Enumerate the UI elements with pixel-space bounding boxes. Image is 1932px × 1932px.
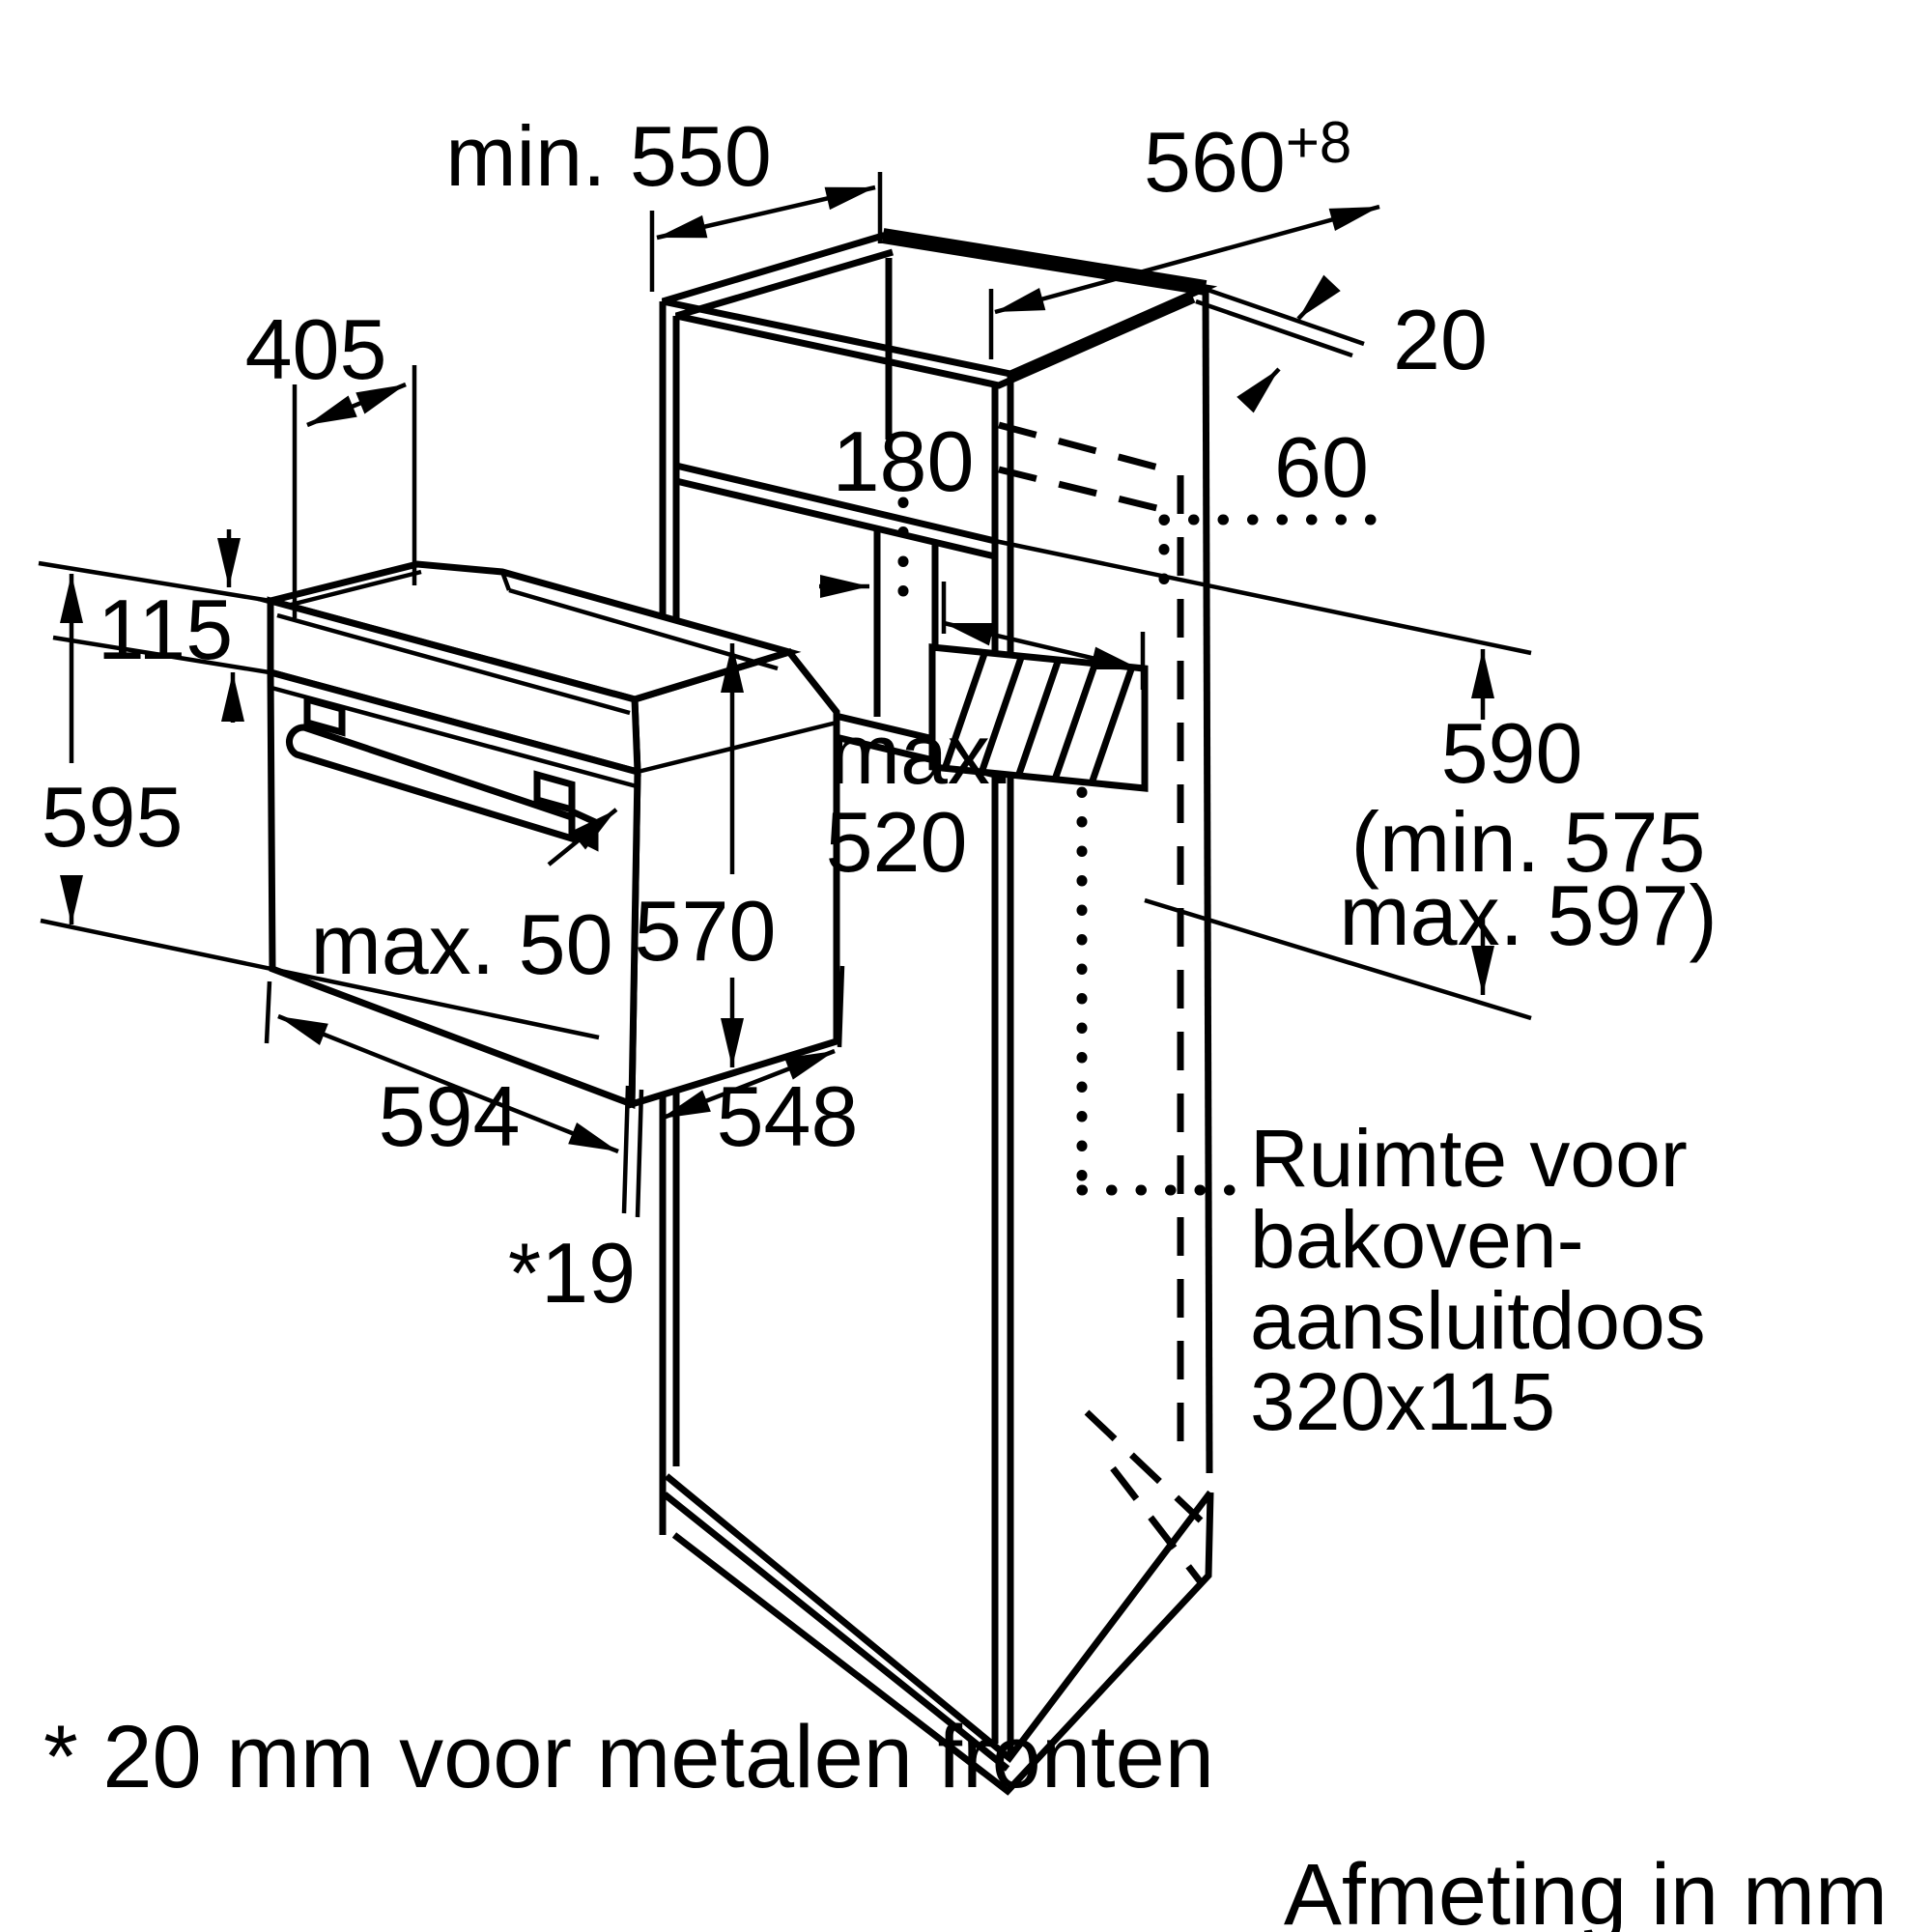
dim-rear-shelf-gap: 180	[819, 413, 975, 598]
label-oven-top-recess-depth: 405	[245, 301, 387, 397]
label-niche-height-3: max. 597)	[1339, 867, 1717, 963]
connection-box-note-line3: aansluitdoos	[1250, 1275, 1706, 1366]
hidden-back-edges	[998, 421, 1204, 1585]
plinth	[659, 1476, 1214, 1796]
label-front-gap: *19	[508, 1225, 636, 1321]
label-rear-clearance: 60	[1274, 419, 1369, 515]
oven	[257, 560, 840, 1110]
dim-control-panel-height: 115	[38, 529, 276, 723]
clearance-60-dotted-line	[1158, 514, 1378, 591]
label-max-depth-2: 520	[826, 794, 968, 890]
dim-handle-clearance: max. 50	[310, 808, 618, 992]
dimensions: min. 550 560+8 20 405 115	[38, 108, 1718, 1321]
label-niche-height-1: 590	[1441, 705, 1583, 801]
connection-box-note-line4: 320x115	[1250, 1356, 1555, 1447]
cabinet-floor	[664, 1473, 1213, 1764]
label-control-panel-height: 115	[98, 582, 233, 677]
cabinet-floor-inner	[662, 1492, 1010, 1772]
label-niche-depth-top: min. 550	[445, 108, 772, 204]
handle-bracket-left	[303, 695, 346, 737]
connection-box-note-line1: Ruimte voor	[1250, 1113, 1688, 1204]
label-niche-height-2: (min. 575	[1351, 794, 1706, 890]
handle-bar	[285, 724, 576, 843]
label-rear-shelf-gap: 180	[833, 413, 975, 509]
connection-box-hatched-area	[928, 643, 1149, 792]
footnote-metal-fronts: * 20 mm voor metalen fronten	[43, 1708, 1214, 1806]
label-side-wall-thickness: 20	[1393, 292, 1488, 387]
cabinet-top-back-edge	[881, 228, 1208, 296]
dim-oven-front-width: 594	[264, 980, 619, 1164]
dim-oven-body-height: 570	[635, 643, 777, 1067]
dim-max-depth: max. 520	[826, 582, 1146, 890]
dim-oven-top-recess-depth: 405	[245, 301, 417, 618]
label-oven-front-height: 595	[42, 769, 184, 865]
connection-box-note: Ruimte voor bakoven- aansluitdoos 320x11…	[1250, 1113, 1706, 1447]
oven-control-panel-lip	[276, 612, 631, 716]
label-oven-front-width: 594	[379, 1068, 521, 1164]
connection-box-leader-dotted	[1076, 786, 1244, 1196]
units-note: Afmeting in mm	[1284, 1847, 1888, 1932]
label-oven-body-height: 570	[635, 883, 777, 979]
dim-side-wall-thickness: 20	[1195, 274, 1488, 413]
dim-niche-width: 560+8	[988, 110, 1380, 359]
label-oven-body-width: 548	[717, 1068, 859, 1164]
dim-niche-depth-top: min. 550	[445, 108, 883, 292]
label-handle-clearance: max. 50	[310, 896, 612, 992]
cabinet-back-right-edge	[1202, 287, 1213, 1474]
connection-box-note-line2: bakoven-	[1250, 1194, 1584, 1285]
niche-shelf	[675, 462, 996, 560]
label-max-depth-1: max.	[830, 706, 1014, 802]
cabinet-top-face	[661, 232, 1218, 378]
label-niche-width: 560+8	[1144, 110, 1351, 210]
cabinet-top-inner-lip	[675, 248, 1196, 389]
dim-oven-body-width: 548	[660, 965, 859, 1164]
dim-front-gap: *19	[508, 1085, 644, 1321]
oven-side-crease	[637, 720, 838, 775]
dim-niche-height: 590 (min. 575 max. 597)	[994, 538, 1718, 1021]
